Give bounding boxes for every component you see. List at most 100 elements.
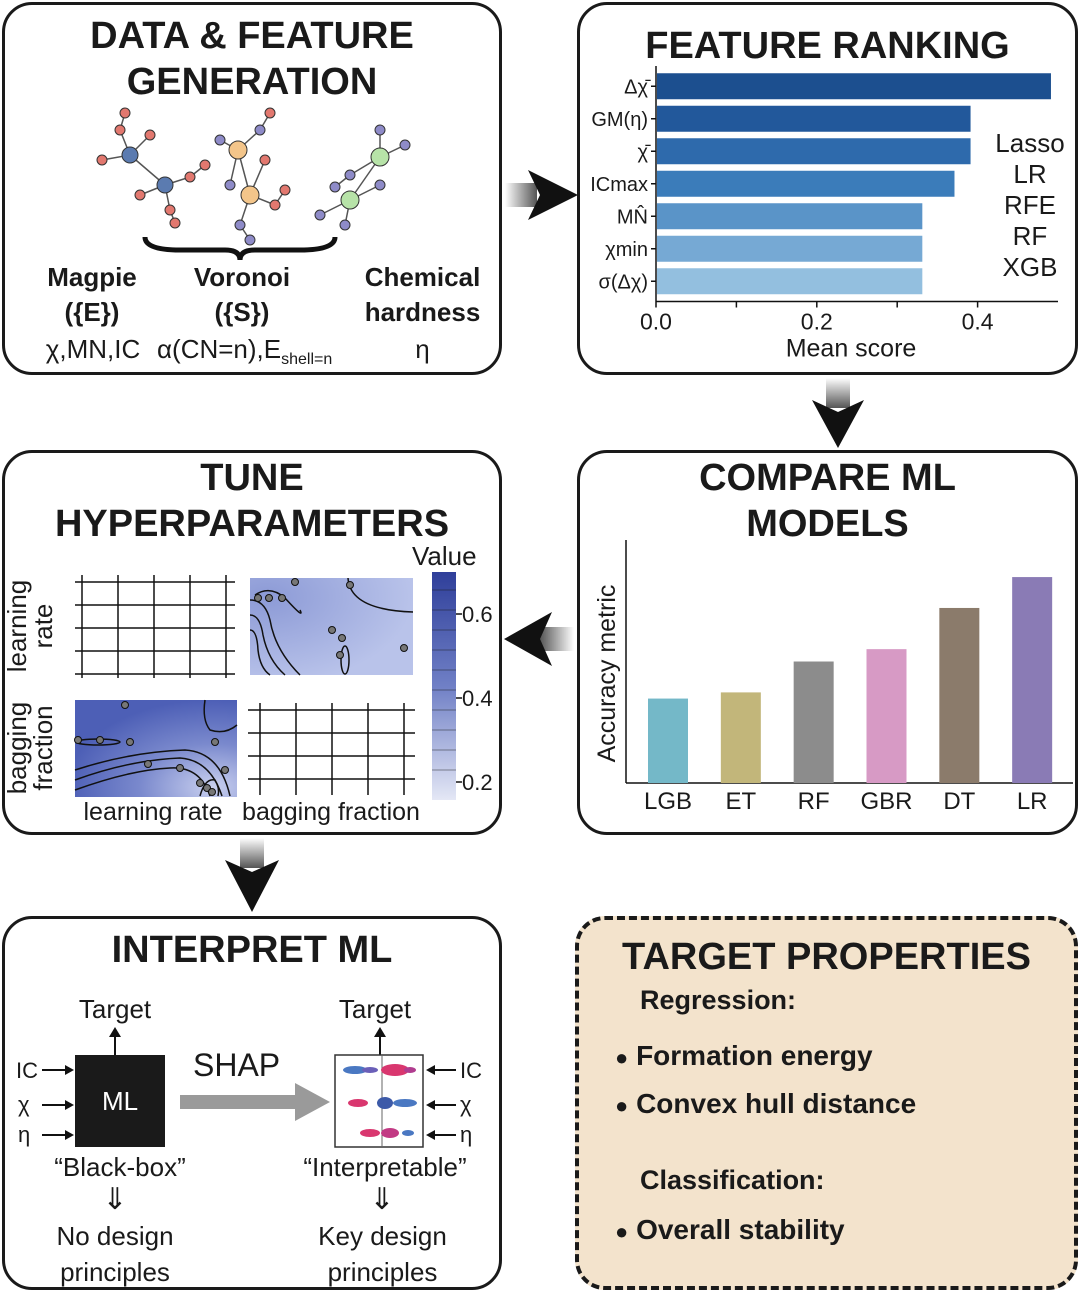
bar-GBR [866, 649, 907, 783]
contour-top-right [249, 577, 414, 676]
method-lr: LR [1013, 159, 1047, 189]
down-arrow-right-icon: ⇓ [369, 1183, 395, 1216]
shap-label: SHAP [193, 1047, 281, 1083]
data-feature-panel: DATA & FEATURE GENERATION [2, 2, 502, 375]
colorbar [432, 572, 462, 800]
hyperparameter-grids [74, 572, 462, 800]
grid-top-left [75, 575, 235, 678]
bullet-icon: ● [615, 1219, 629, 1244]
down-arrow-left-icon: ⇓ [102, 1183, 128, 1216]
arrow-left-icon [504, 612, 574, 666]
panel-title: INTERPRET ML [111, 929, 393, 971]
category-label: GBR [860, 788, 912, 815]
molecule-graphs [96, 107, 411, 246]
colorbar-tick-0.6: 0.6 [462, 602, 493, 627]
interpret-diagram [42, 1027, 456, 1148]
colorbar-tick-0.2: 0.2 [462, 770, 493, 795]
bar-LGB [648, 698, 688, 783]
classification-label: Classification: [640, 1165, 825, 1195]
bar-RF [793, 661, 834, 783]
category-label: Δχ̄ [624, 76, 651, 98]
target-right-label: Target [338, 994, 412, 1024]
bar-DT [939, 607, 980, 783]
input-ic-right: IC [460, 1058, 482, 1083]
arrow-right-icon [505, 170, 578, 220]
bar-6 [657, 268, 923, 295]
panel-title: TUNE HYPERPARAMETERS [54, 457, 450, 545]
x-label-learning-rate: learning rate [83, 798, 223, 826]
category-label: σ(Δχ) [598, 271, 648, 293]
colorbar-tick-0.4: 0.4 [462, 686, 493, 711]
contour-bottom-left [74, 699, 238, 797]
grid-bottom-right [248, 703, 415, 795]
bullet-overall-stability: ● Overall stability [615, 1214, 845, 1245]
target-left-label: Target [78, 994, 152, 1024]
bar-2 [657, 138, 971, 165]
ml-box-label: ML [101, 1086, 139, 1116]
hardness-label: hardness [364, 297, 481, 327]
bar-5 [657, 235, 923, 262]
model-comparison-chart: LGB ET RF GBR DT LR Accuracy metric [593, 540, 1073, 815]
panel-title: COMPARE ML MODELS [699, 457, 956, 545]
target-properties-panel: TARGET PROPERTIES [575, 916, 1078, 1290]
bar-4 [657, 203, 923, 230]
input-chi-right: χ [460, 1092, 472, 1117]
magpie-features: χ,MN,IC [45, 334, 141, 364]
method-lasso: Lasso [995, 128, 1065, 158]
x-tick-label: 0.4 [962, 309, 994, 335]
arrow-down-icon [225, 838, 279, 912]
category-label: LGB [644, 788, 692, 815]
bullet-icon: ● [615, 1093, 629, 1118]
shell-subscript: shell=n [281, 351, 333, 369]
bullet-formation-energy: ● Formation energy [615, 1040, 873, 1071]
x-axis-label: Mean score [786, 335, 917, 363]
category-label: GM(η) [591, 109, 648, 131]
voronoi-features: α(CN=n),Eshell=n [157, 334, 333, 369]
key-design-principles: Key design principles [318, 1221, 447, 1287]
regression-label: Regression: [640, 985, 797, 1015]
bar-ET [720, 692, 761, 783]
category-label: χmin [605, 239, 648, 261]
category-label: ET [725, 788, 756, 815]
ml-black-box [75, 1055, 165, 1147]
hardness-feature: η [415, 334, 430, 364]
category-label: DT [943, 788, 975, 815]
method-xgb: XGB [1002, 252, 1058, 282]
bar-LR [1012, 577, 1053, 783]
category-label: LR [1017, 788, 1048, 815]
magpie-set: ({E}) [64, 297, 120, 327]
bar-3 [657, 170, 955, 197]
bullet-icon: ● [615, 1045, 629, 1070]
no-design-principles: No design principles [56, 1221, 174, 1287]
black-box-caption: “Black-box” [54, 1152, 186, 1182]
arrow-down-icon [812, 378, 864, 448]
method-rf: RF [1012, 221, 1048, 251]
curly-brace [142, 236, 338, 261]
y-axis-label: Accuracy metric [593, 585, 621, 763]
bar-0 [657, 73, 1051, 100]
ranking-methods: Lasso LR RFE RF XGB [985, 128, 1075, 283]
x-tick-label: 0.2 [801, 309, 833, 335]
bar-1 [657, 105, 971, 132]
colorbar-title: Value [412, 541, 477, 571]
x-tick-label: 0.0 [640, 309, 672, 335]
input-eta-left: η [18, 1122, 31, 1147]
input-chi-left: χ [18, 1092, 30, 1117]
category-label: ICmax [590, 174, 648, 196]
input-eta-right: η [460, 1122, 473, 1147]
magpie-label: Magpie [47, 262, 137, 292]
method-rfe: RFE [1004, 190, 1056, 220]
voronoi-label: Voronoi [193, 262, 291, 292]
category-label: RF [798, 788, 830, 815]
y-label-learning-rate: learning rate [2, 579, 58, 673]
input-ic-left: IC [16, 1058, 38, 1083]
y-label-bagging-fraction: bagging fraction [2, 701, 58, 795]
bullet-convex-hull: ● Convex hull distance [615, 1088, 917, 1119]
panel-title: TARGET PROPERTIES [622, 936, 1031, 978]
category-label: MN̂ [617, 205, 648, 228]
shap-arrow [180, 1083, 330, 1121]
x-label-bagging-fraction: bagging fraction [242, 798, 420, 826]
panel-title: FEATURE RANKING [645, 25, 1010, 67]
category-label: χ̄ [638, 141, 651, 163]
